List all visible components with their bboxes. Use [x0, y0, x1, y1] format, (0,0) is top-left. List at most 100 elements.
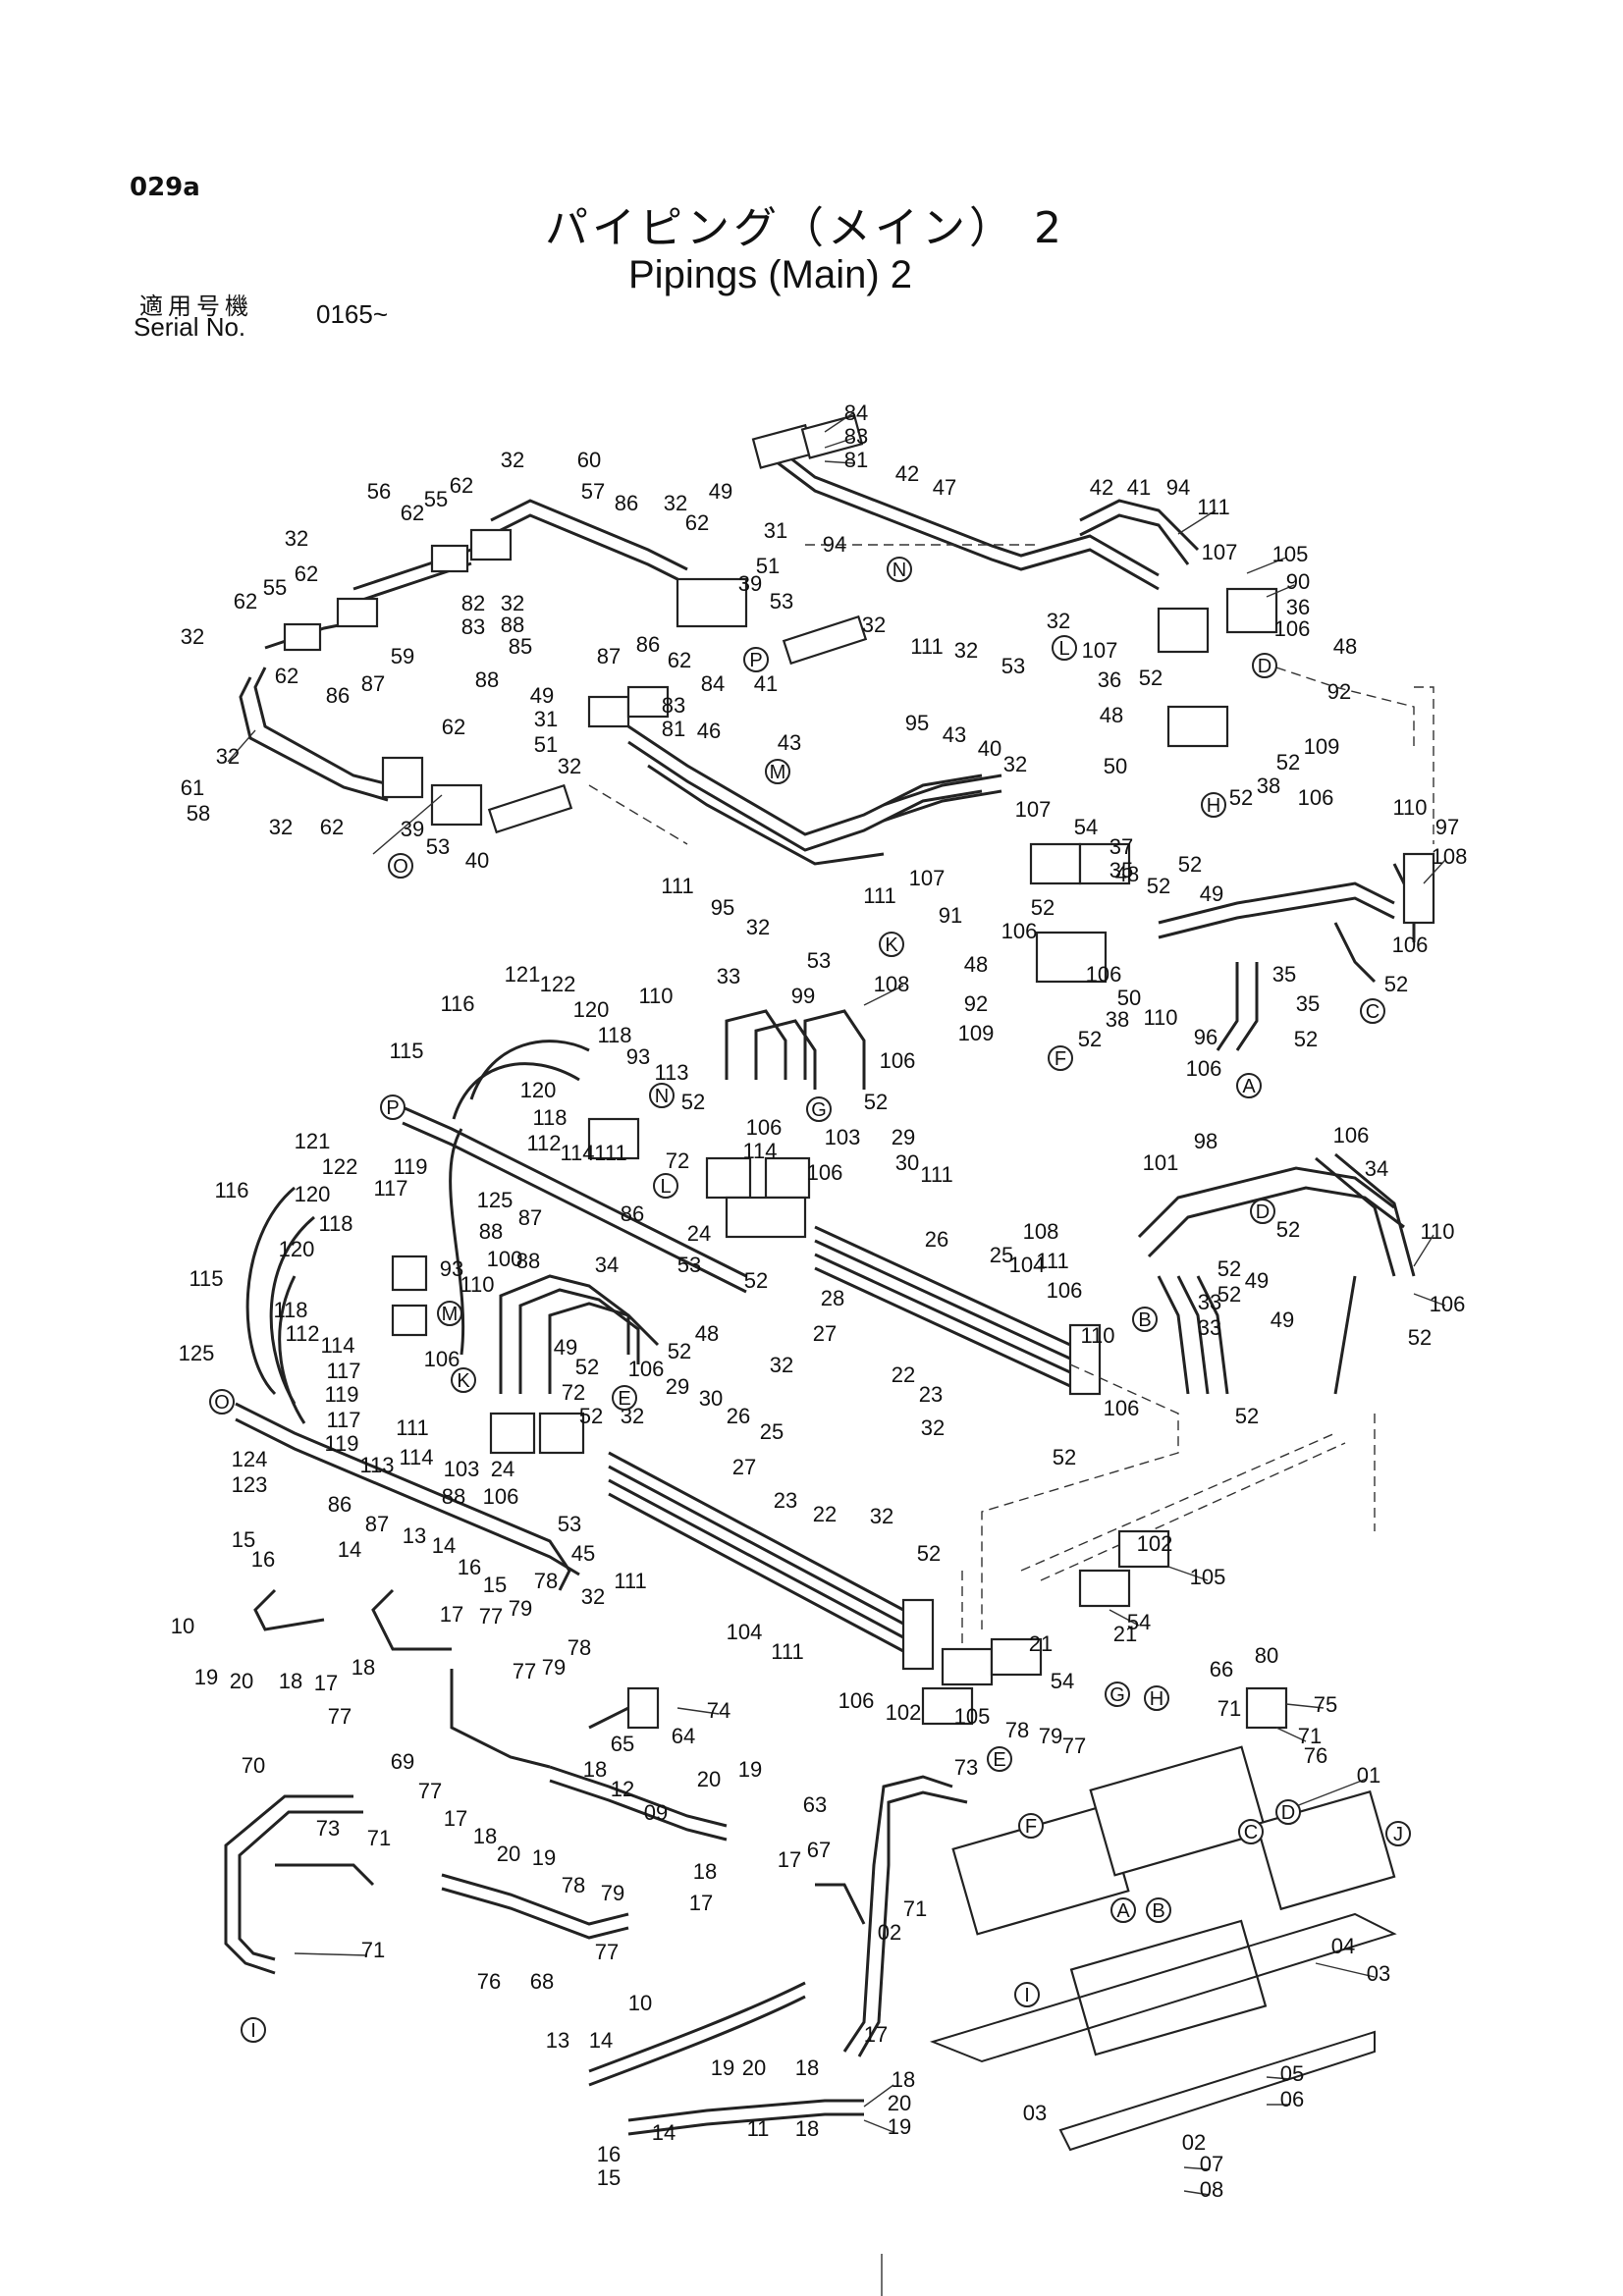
part-label: 107 [909, 866, 946, 890]
part-label: 79 [1039, 1724, 1062, 1748]
part-label: 19 [194, 1665, 218, 1689]
part-label: 109 [958, 1021, 995, 1045]
connection-marker: O [388, 853, 413, 879]
part-label: 40 [465, 848, 489, 873]
part-label: 68 [530, 1969, 554, 1994]
part-label: 119 [324, 1431, 358, 1456]
part-label: 48 [964, 952, 988, 977]
part-label: 118 [532, 1105, 567, 1130]
part-label: 82 [461, 591, 485, 615]
part-label: 117 [373, 1176, 407, 1201]
part-label: 14 [432, 1533, 456, 1558]
part-label: 49 [1245, 1268, 1269, 1293]
marker-letter: N [893, 560, 906, 581]
part-label: 35 [1296, 991, 1320, 1016]
part-label: 104 [1009, 1253, 1046, 1277]
part-label: 32 [746, 915, 770, 939]
part-label: 121 [295, 1129, 331, 1153]
marker-circle [1110, 1897, 1136, 1923]
part-label: 19 [532, 1845, 556, 1870]
part-label: 52 [1147, 874, 1170, 898]
part-label: 66 [1210, 1657, 1233, 1682]
marker-circle [1014, 1982, 1040, 2007]
part-label: 107 [1015, 797, 1052, 822]
marker-letter: A [1116, 1900, 1130, 1922]
part-label: 18 [473, 1824, 497, 1848]
part-label: 93 [440, 1256, 463, 1281]
part-label: 32 [216, 744, 240, 769]
part-label: 103 [444, 1457, 480, 1481]
part-label: 20 [697, 1767, 721, 1791]
part-label: 70 [242, 1753, 265, 1778]
part-label: 55 [424, 487, 448, 511]
part-label: 15 [232, 1527, 255, 1552]
part-label: 18 [892, 2067, 915, 2092]
part-label: 52 [1053, 1445, 1076, 1469]
part-label: 49 [1271, 1308, 1294, 1332]
part-label: 31 [764, 518, 787, 543]
marker-letter: C [1244, 1822, 1258, 1843]
part-label: 52 [917, 1541, 941, 1566]
part-label: 77 [513, 1659, 536, 1683]
part-label: 42 [895, 461, 919, 486]
marker-letter: M [442, 1304, 459, 1325]
part-label: 20 [497, 1842, 520, 1866]
marker-letter: B [1138, 1309, 1151, 1331]
part-label: 111 [594, 1141, 626, 1165]
part-label: 10 [628, 1991, 652, 2015]
part-label: 07 [1200, 2152, 1223, 2176]
part-label: 15 [483, 1573, 507, 1597]
part-label: 113 [654, 1060, 688, 1085]
part-label: 11 [747, 2116, 770, 2141]
part-label: 17 [864, 2022, 888, 2047]
connection-marker: K [451, 1367, 476, 1393]
serial-number-value: 0165~ [316, 299, 389, 329]
part-label: 95 [711, 895, 734, 920]
part-label: 41 [1127, 475, 1151, 500]
marker-circle [1275, 1799, 1301, 1825]
part-label: 43 [943, 722, 966, 747]
part-label: 110 [1143, 1005, 1177, 1030]
connection-marker: I [1014, 1982, 1040, 2007]
marker-circle [1146, 1897, 1171, 1923]
title-english: Pipings (Main) 2 [628, 253, 913, 296]
lower-pipe-assembly [224, 1529, 1397, 2152]
part-label: 114 [742, 1139, 777, 1163]
marker-circle [649, 1083, 675, 1108]
part-label: 106 [880, 1048, 916, 1073]
marker-circle [806, 1096, 832, 1122]
marker-circle [1105, 1682, 1130, 1707]
marker-circle [1052, 635, 1077, 661]
marker-circle [987, 1746, 1012, 1772]
part-label: 106 [1086, 962, 1122, 987]
part-label: 88 [475, 667, 499, 692]
marker-circle [1385, 1821, 1411, 1846]
part-label: 71 [367, 1826, 391, 1850]
part-label: 88 [479, 1219, 503, 1244]
part-label: 106 [1430, 1292, 1466, 1316]
part-label: 71 [1298, 1724, 1322, 1748]
connection-marker: O [209, 1389, 235, 1415]
part-label: 120 [520, 1078, 557, 1102]
part-label: 119 [393, 1154, 427, 1179]
part-label: 78 [562, 1873, 585, 1897]
part-label: 54 [1127, 1610, 1151, 1634]
part-label: 64 [672, 1724, 695, 1748]
part-label: 21 [1029, 1631, 1053, 1656]
part-label: 14 [338, 1537, 361, 1562]
connection-marker: B [1146, 1897, 1171, 1923]
part-label: 52 [579, 1404, 603, 1428]
part-label: 110 [1080, 1323, 1114, 1348]
part-label: 04 [1331, 1934, 1355, 1958]
part-label: 52 [668, 1339, 691, 1363]
part-label: 22 [813, 1502, 837, 1526]
title-japanese: パイピング（メイン） 2 [545, 203, 1065, 253]
part-label: 116 [214, 1178, 248, 1202]
part-label: 90 [1286, 569, 1310, 594]
part-label: 41 [754, 671, 778, 696]
part-label: 83 [662, 693, 685, 718]
part-label: 111 [661, 874, 693, 898]
part-label: 52 [1217, 1282, 1241, 1307]
part-label: 87 [365, 1512, 389, 1536]
part-label: 88 [516, 1249, 540, 1273]
